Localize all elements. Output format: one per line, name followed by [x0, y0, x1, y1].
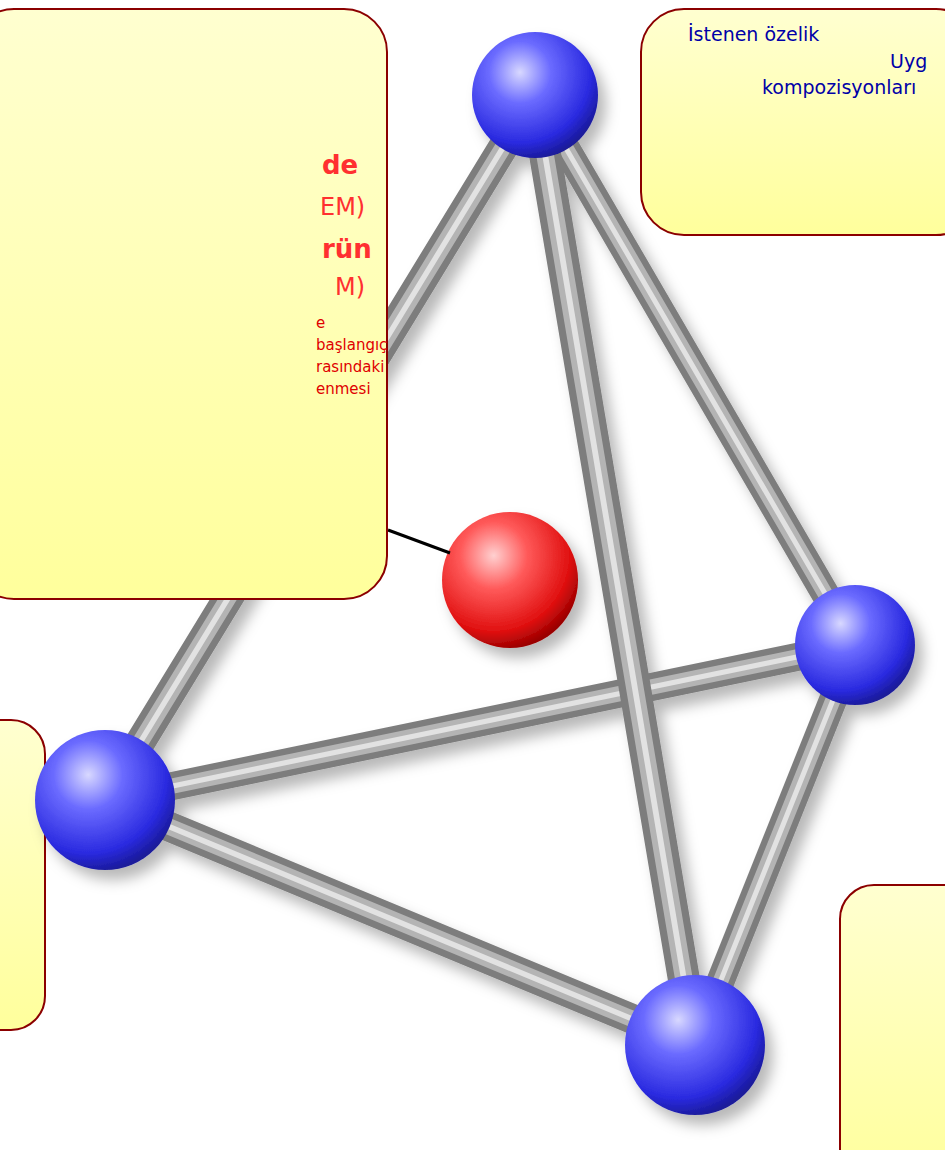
sphere: [442, 512, 578, 648]
rod: [105, 645, 855, 800]
sphere: [472, 32, 598, 158]
callout-box: İstenen özelikUygkompozisyonları: [640, 8, 945, 236]
box-text: EM): [320, 190, 365, 225]
sphere: [625, 975, 765, 1115]
rod: [535, 95, 695, 1045]
box-text: Uyg: [890, 47, 927, 75]
box-text: e başlangıç rasındaki enmesi: [316, 312, 398, 400]
leader-line: [388, 530, 450, 553]
side-box: [0, 720, 45, 1030]
side-box: [840, 885, 945, 1150]
box-text: de: [322, 146, 358, 184]
sphere: [795, 585, 915, 705]
box-text: İstenen özelik: [688, 20, 819, 48]
sphere: [35, 730, 175, 870]
box-text: kompozisyonları: [762, 73, 916, 101]
rod: [105, 800, 695, 1045]
box-text: rün: [322, 230, 372, 268]
callout-box: deEM)rünM)e başlangıç rasındaki enmesi: [0, 8, 388, 600]
box-text: M): [335, 270, 365, 305]
